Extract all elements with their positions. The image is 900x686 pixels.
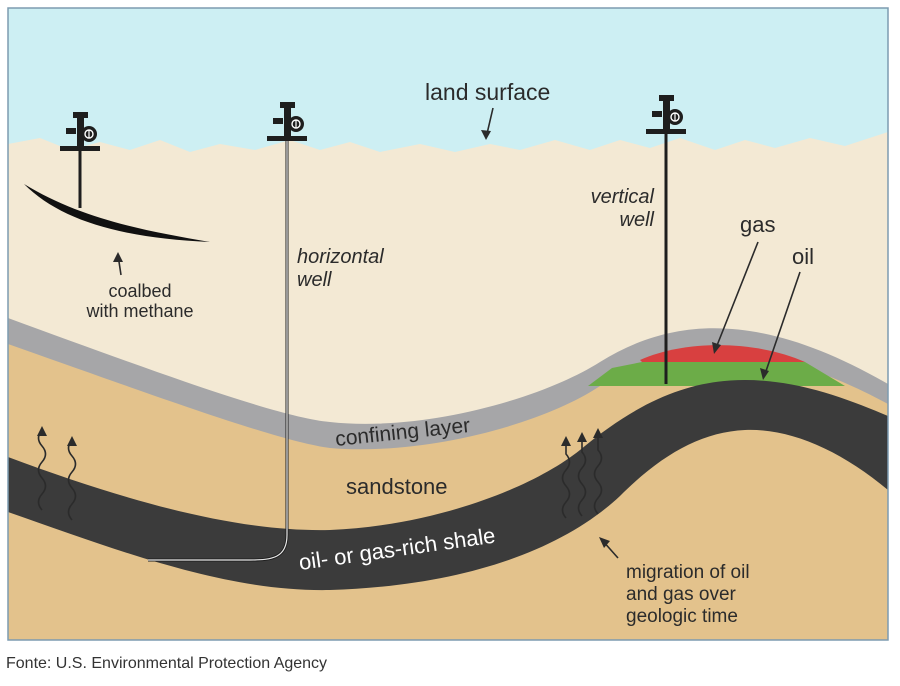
shale-layer <box>8 380 888 591</box>
migration-squiggle <box>577 436 587 517</box>
arrow-head-icon <box>481 130 491 140</box>
migration-squiggle <box>593 432 603 515</box>
arrow-head-icon <box>760 368 769 380</box>
migration-label-line2: and gas over <box>626 584 737 605</box>
gas-reservoir <box>640 345 805 362</box>
migration-squiggle <box>561 440 571 519</box>
vertical-well-label-line2: well <box>620 209 655 231</box>
migration-label-line1: migration of oil <box>626 562 750 583</box>
horizontal-well-label-line2: well <box>297 269 332 291</box>
arrow-head-icon <box>577 432 587 442</box>
arrow-head-icon <box>113 252 123 262</box>
oil-reservoir <box>588 362 845 386</box>
sandstone-label: sandstone <box>346 474 448 499</box>
vertical-well-label-line1: vertical <box>591 186 655 208</box>
horizontal-well-label-line1: horizontal <box>297 246 384 268</box>
migration-squiggle <box>67 439 77 521</box>
arrow-head-icon <box>712 342 721 354</box>
arrow-heads <box>37 426 603 446</box>
arrow-head-icon <box>593 428 603 438</box>
land-surface-label: land surface <box>425 79 550 105</box>
migration-arrows <box>37 429 603 521</box>
migration-label-line3: geologic time <box>626 606 738 627</box>
shale-gas-diagram: land surface coalbed with methane horizo… <box>7 7 889 641</box>
oil-label: oil <box>792 244 814 269</box>
arrow-head-icon <box>37 426 47 436</box>
gas-label: gas <box>740 212 775 237</box>
arrow-head-icon <box>561 436 571 446</box>
coalbed-label-line2: with methane <box>85 301 193 321</box>
oil-pointer <box>764 271 801 375</box>
coalbed-lens <box>24 184 210 242</box>
diagram-frame <box>7 7 889 641</box>
arrow-head-icon <box>599 537 610 548</box>
migration-squiggle <box>37 429 47 511</box>
source-caption: Fonte: U.S. Environmental Protection Age… <box>6 655 328 672</box>
arrow-head-icon <box>67 436 77 446</box>
coalbed-label-line1: coalbed <box>108 281 171 301</box>
gas-pointer <box>715 241 759 349</box>
horizontal-well-bore <box>148 140 288 561</box>
